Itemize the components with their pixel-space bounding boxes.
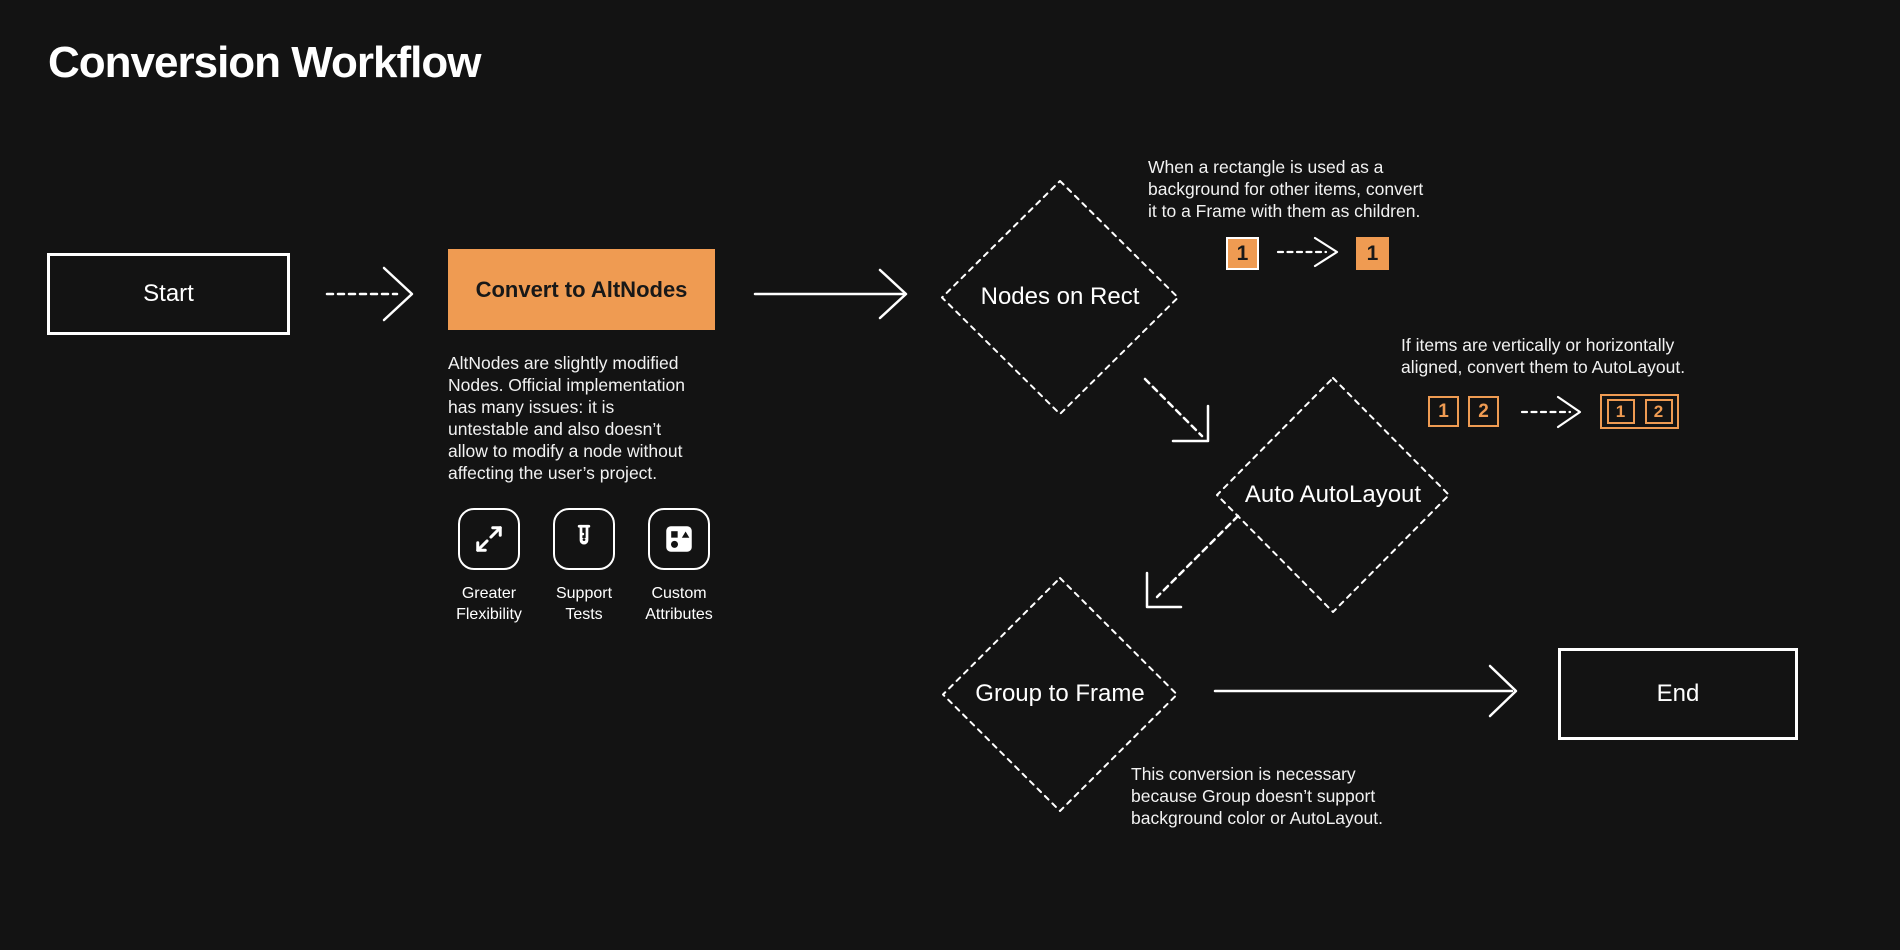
feature-label-support-tests: Support Tests (555, 585, 613, 623)
mini-frame-after: 1 (1356, 237, 1389, 270)
auto-autolayout-label: Auto AutoLayout (1244, 481, 1422, 508)
shapes-icon (648, 508, 710, 570)
mini-item-2-after: 2 (1644, 399, 1673, 424)
mini-rect-before: 1 (1226, 237, 1259, 270)
nodes-on-rect-label: Nodes on Rect (980, 283, 1140, 310)
altnodes-feature-list: Greater Flexibility Support Tests (443, 508, 725, 625)
feature-label-custom-attributes: Custom Attributes (645, 585, 713, 623)
feature-custom-attributes: Custom Attributes (633, 508, 725, 625)
mini-item-1-before: 1 (1428, 396, 1459, 427)
annotation-group-to-frame: This conversion is necessary because Gro… (1131, 764, 1383, 828)
altnodes-description: AltNodes are slightly modified Nodes. Of… (448, 353, 686, 483)
arrow-autolayout-to-group (1145, 514, 1240, 609)
feature-greater-flexibility: Greater Flexibility (443, 508, 535, 625)
start-node: Start (47, 253, 290, 335)
mini-item-1-after: 1 (1606, 399, 1635, 424)
page-title: Conversion Workflow (48, 38, 481, 87)
test-tube-icon (553, 508, 615, 570)
annotation-autolayout: If items are vertically or horizontally … (1401, 335, 1686, 377)
arrow-mini-to-autolayout (1520, 395, 1582, 429)
feature-label-greater-flexibility: Greater Flexibility (456, 585, 522, 623)
arrow-group-to-end (1213, 664, 1518, 718)
convert-to-altnodes-node: Convert to AltNodes (448, 249, 715, 330)
mini-autolayout-container: 1 2 (1600, 394, 1679, 429)
expand-arrows-icon (458, 508, 520, 570)
arrow-convert-to-nodes (753, 268, 908, 320)
diamond-group-to-frame (942, 577, 1178, 812)
start-node-label: Start (143, 280, 194, 307)
feature-support-tests: Support Tests (538, 508, 630, 625)
end-node-label: End (1656, 680, 1700, 707)
arrow-nodes-to-autolayout (1143, 377, 1210, 443)
group-to-frame-label: Group to Frame (975, 680, 1145, 707)
arrow-mini-rect-to-frame (1276, 236, 1339, 268)
diamond-nodes-on-rect (941, 180, 1179, 415)
annotation-rect-to-frame: When a rectangle is used as a background… (1148, 157, 1424, 221)
convert-node-label: Convert to AltNodes (475, 276, 688, 302)
mini-item-2-before: 2 (1468, 396, 1499, 427)
end-node: End (1558, 648, 1798, 740)
arrow-start-to-convert (325, 266, 414, 322)
diamond-auto-autolayout (1216, 377, 1450, 613)
